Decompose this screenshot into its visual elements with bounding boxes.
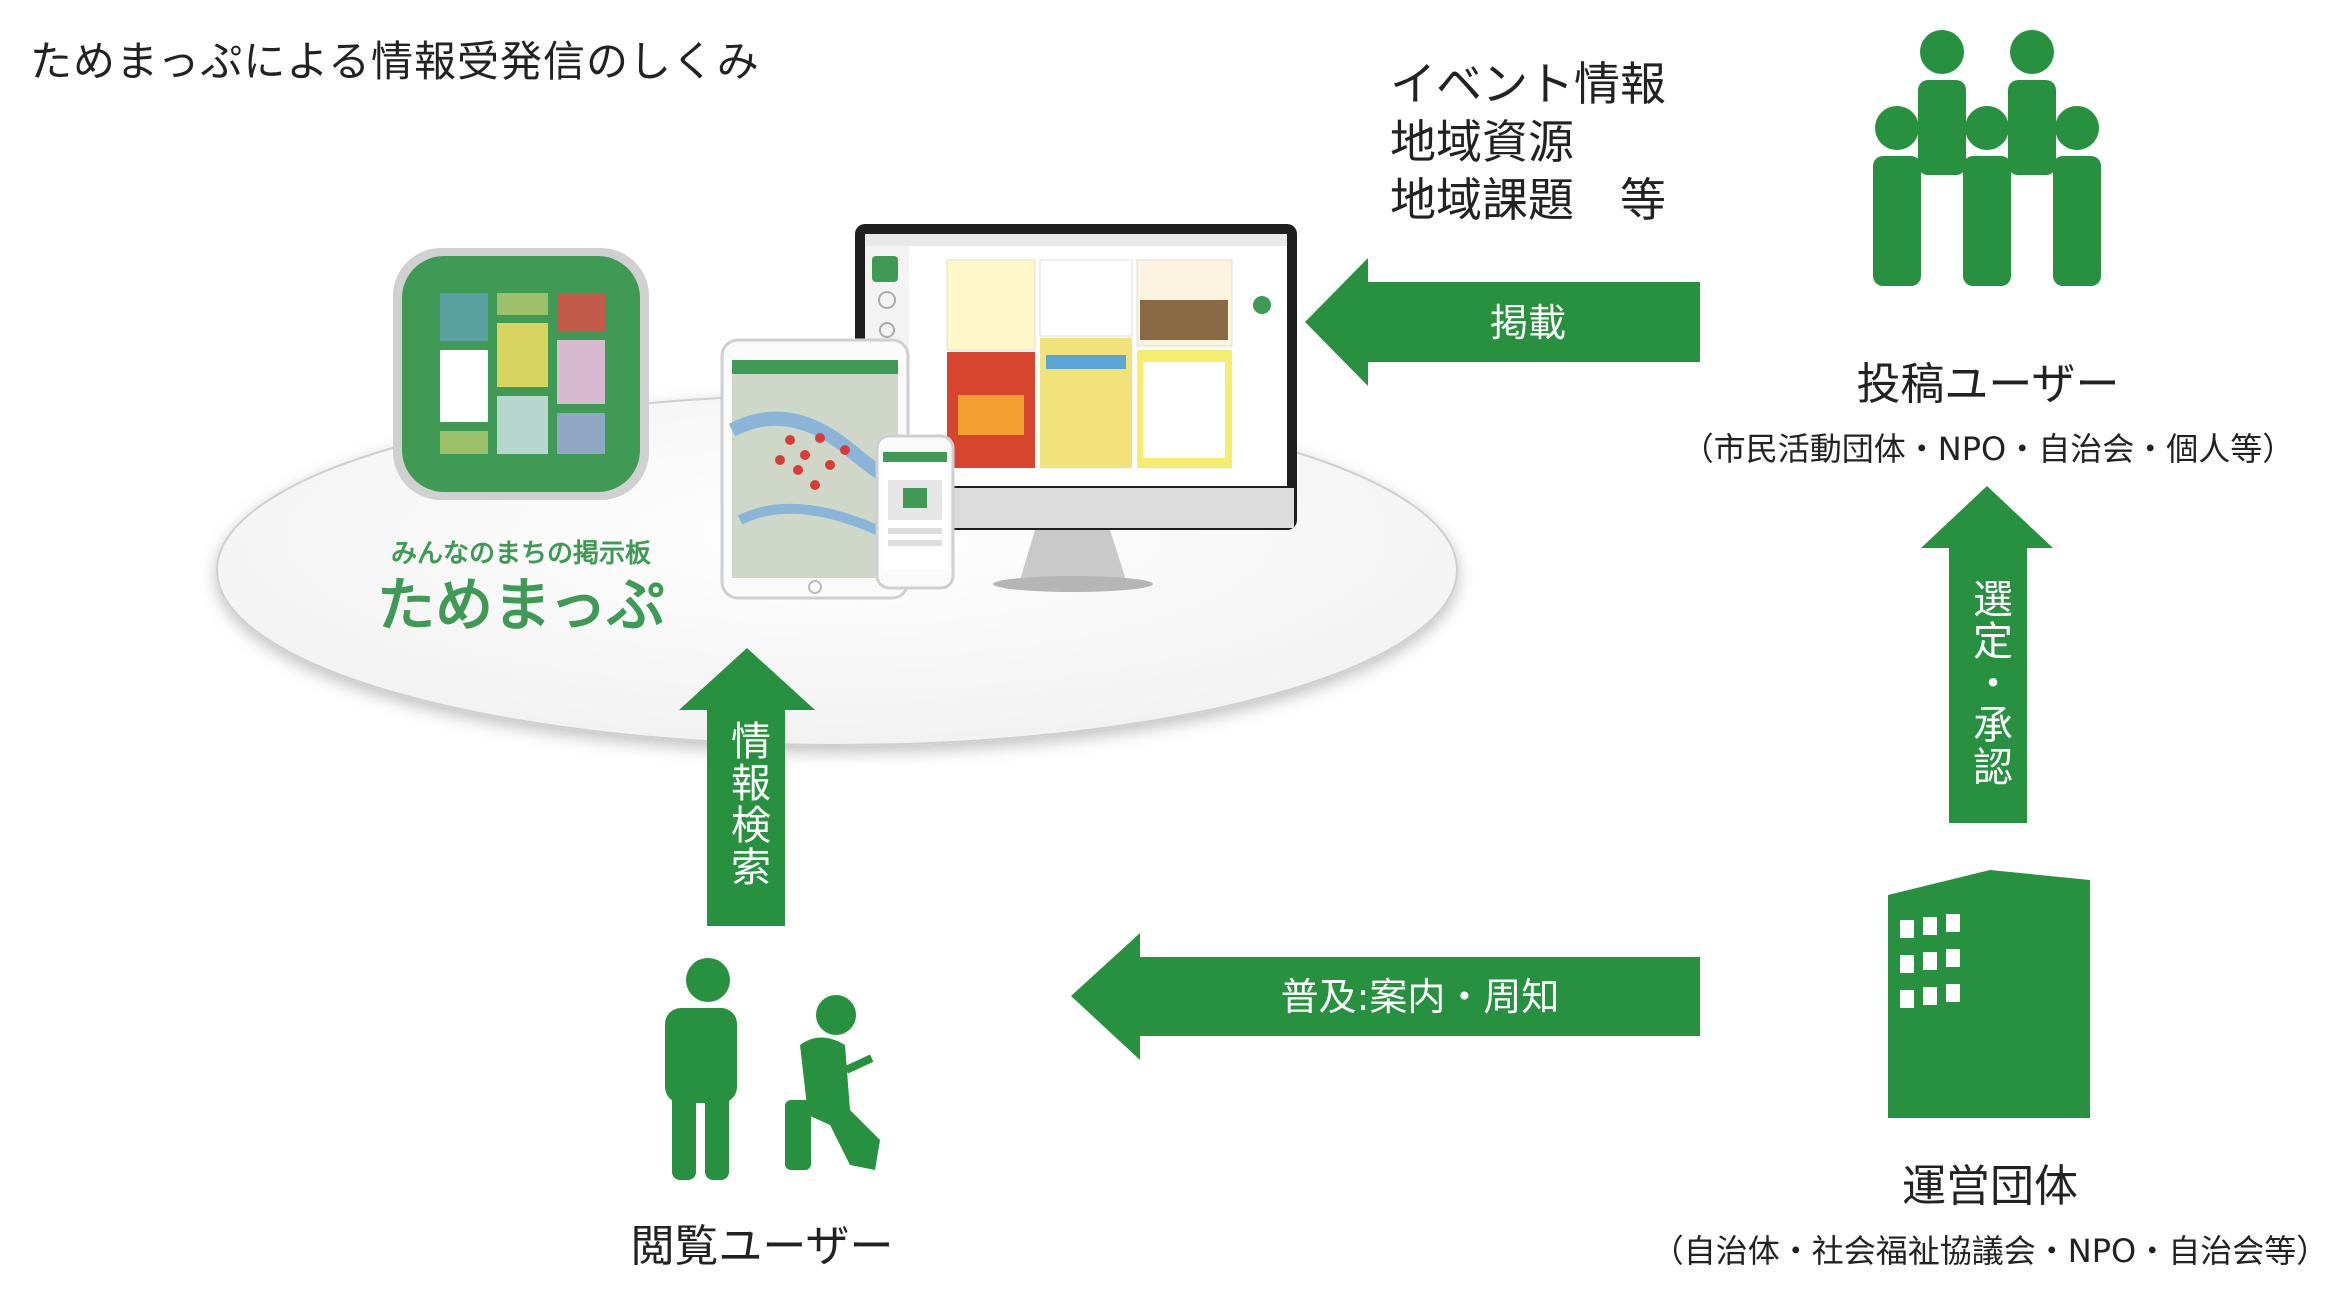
publish-arrow-label: 掲載 [1490,301,1566,345]
app-icon [393,248,649,500]
posted-info-item: イベント情報 [1390,57,1666,111]
promote-arrow-label: 普及:案内・周知 [1281,975,1560,1019]
posted-info-item: 地域資源 [1390,115,1574,169]
publish-arrow [1305,258,1700,386]
posting-user-label: 投稿ユーザー [1856,359,2120,410]
posted-info-item: 地域課題 等 [1390,173,1666,227]
tablet [720,338,910,600]
posted-info-list: イベント情報 地域資源 地域課題 等 [1390,55,1666,229]
smartphone [875,434,955,590]
viewing-users-icon [665,958,880,1180]
devices [720,224,1297,600]
page-title: ためまっぷによる情報受発信のしくみ [30,37,760,86]
select-arrow [1921,486,2053,823]
search-arrow-label: 情報検索 [724,720,770,888]
app-tagline: みんなのまちの掲示板 [391,539,651,569]
viewing-user-label: 閲覧ユーザー [630,1221,894,1272]
select-arrow-label: 選定・承認 [1966,578,2012,788]
people-group-icon [1873,30,2101,286]
search-arrow [679,648,815,926]
promote-arrow [1071,933,1700,1060]
posting-user-sublabel: （市民活動団体・NPO・自治会・個人等） [1681,430,2295,468]
operator-label: 運営団体 [1902,1161,2078,1212]
desktop-monitor [855,224,1297,592]
building-icon [1888,870,2090,1118]
operator-sublabel: （自治体・社会福祉協議会・NPO・自治会等） [1651,1232,2329,1270]
app-name: ためまっぷ [377,571,665,639]
